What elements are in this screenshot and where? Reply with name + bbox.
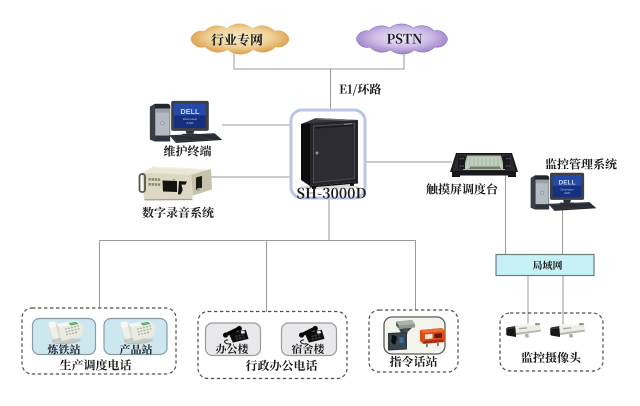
svg-text:2400: 2400 (564, 191, 571, 195)
svg-text:2400: 2400 (187, 121, 194, 125)
svg-text:Dimension: Dimension (560, 187, 574, 191)
svg-text:DELL: DELL (181, 107, 200, 116)
svg-text:DELL: DELL (559, 180, 576, 187)
svg-text:Dimension: Dimension (183, 117, 198, 121)
